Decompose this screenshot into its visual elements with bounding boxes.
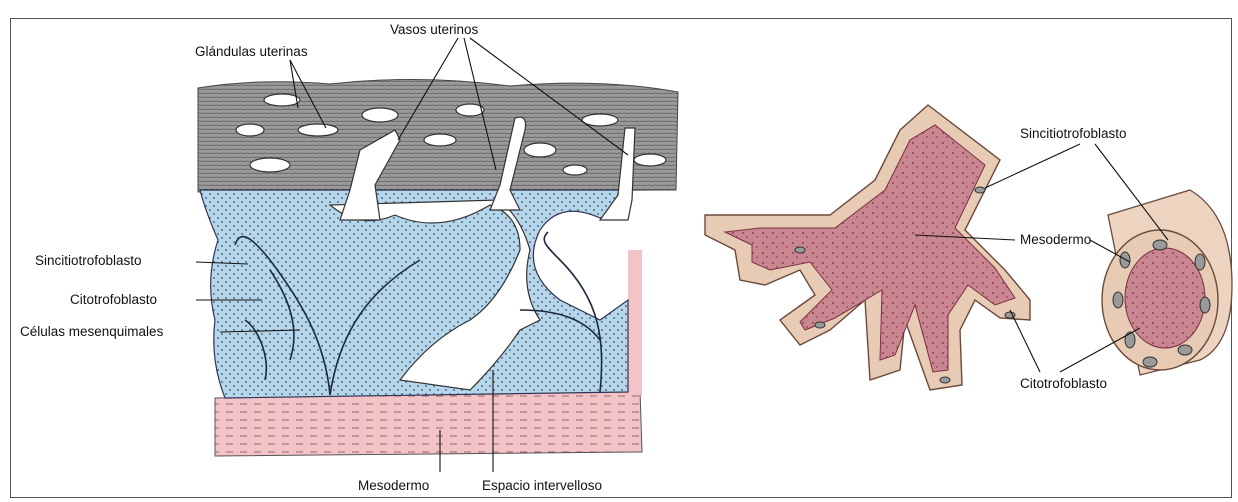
- label-celulas-mesenquimales: Células mesenquimales: [20, 324, 163, 339]
- left-diagram: [196, 38, 678, 472]
- cross-section-core: [1125, 248, 1205, 348]
- basal-decidua: [215, 390, 642, 456]
- label-vasos-uterinos: Vasos uterinos: [390, 22, 478, 37]
- right-pink-strip: [628, 250, 642, 395]
- label-mesodermo-left: Mesodermo: [358, 478, 429, 493]
- label-citotrofoblasto-left: Citotrofoblasto: [70, 292, 157, 307]
- right-diagram: [705, 105, 1232, 390]
- label-sincitiotrofoblasto-left: Sincitiotrofoblasto: [35, 253, 142, 268]
- label-espacio-intervelloso: Espacio intervelloso: [482, 478, 602, 493]
- label-sincitiotrofoblasto-right: Sincitiotrofoblasto: [1020, 126, 1127, 141]
- label-glandulas-uterinas: Glándulas uterinas: [195, 44, 308, 59]
- label-citotrofoblasto-right: Citotrofoblasto: [1020, 376, 1107, 391]
- label-mesodermo-right: Mesodermo: [1020, 232, 1091, 247]
